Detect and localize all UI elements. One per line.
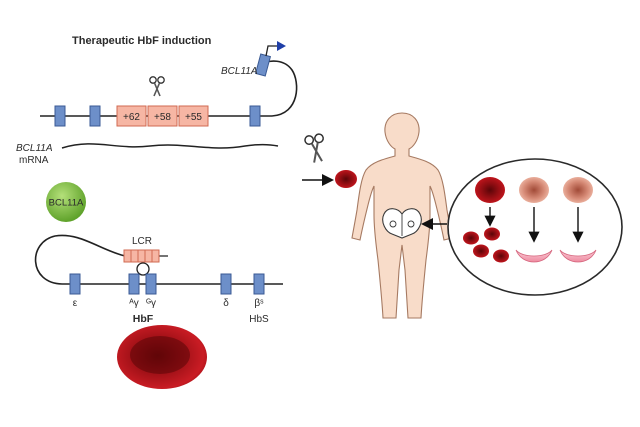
gamma-g-label: ᴳγ (146, 298, 156, 309)
scissors-icon (304, 133, 324, 163)
hbs-cell-icon (563, 177, 593, 203)
hbs-cell-icon (519, 177, 549, 203)
lcr-label: LCR (132, 236, 152, 247)
epsilon-label: ε (73, 298, 78, 309)
lcr-site (130, 249, 139, 263)
enhancer-segment (147, 105, 178, 127)
enhancer-label-62: +62 (123, 112, 140, 123)
epsilon-gene (69, 273, 81, 295)
lcr-site (123, 249, 132, 263)
bcl11a-gene: +62 +58 +55 BCL11A (40, 41, 298, 127)
delta-gene (220, 273, 232, 295)
ex-vivo-editing (302, 133, 357, 188)
globin-locus: LCR ε ᴬγ ᴳγ δ βˢ HbF HbS (34, 234, 283, 325)
bcl11a-exon (89, 105, 101, 127)
bcl11a-mrna: BCL11A mRNA (16, 143, 279, 166)
enhancer-label-58: +58 (154, 112, 171, 123)
enhancer-label-55: +55 (185, 112, 202, 123)
globin-dna-loop (34, 234, 126, 285)
bcl11a-exon (249, 105, 261, 127)
bcl11a-protein-circle (46, 182, 86, 222)
human-body-icon (351, 112, 453, 319)
gamma-a-label: ᴬγ (128, 298, 139, 309)
diagram-title: Therapeutic HbF induction (72, 35, 212, 47)
hbs-label: HbS (249, 314, 269, 325)
mrna-strand (61, 143, 279, 149)
bcl11a-exon (54, 105, 66, 127)
bcl11a-first-exon (254, 53, 272, 77)
bone-marrow-zoom (421, 158, 623, 296)
gamma-a-gene (128, 273, 140, 295)
hbf-red-blood-cell-icon (117, 325, 207, 389)
mrna-gene-label: BCL11A (16, 143, 53, 154)
pelvis-bone-marrow-icon (382, 208, 422, 239)
red-blood-cell-icon (463, 227, 509, 263)
red-blood-cell-icon (475, 177, 505, 203)
bcl11a-dna-loop (257, 60, 298, 117)
lcr-site (137, 249, 146, 263)
bcl11a-gene-label: BCL11A (221, 66, 258, 77)
mrna-label: mRNA (19, 155, 49, 166)
promoter-arrow-icon (265, 41, 286, 57)
gamma-g-gene (145, 273, 157, 295)
bcl11a-protein-label: BCL11A (49, 198, 84, 209)
enhancer-segment (178, 105, 209, 127)
lcr-site (151, 249, 160, 263)
lcr-site (144, 249, 153, 263)
beta-label: βˢ (254, 298, 264, 309)
hbf-label: HbF (133, 313, 154, 325)
sickle-cell-icon (515, 249, 553, 263)
enhancer-segment (116, 105, 147, 127)
sickle-cell-icon (559, 249, 597, 263)
scissors-icon (149, 76, 165, 97)
delta-label: δ (223, 298, 229, 309)
edited-cell-icon (335, 170, 357, 188)
beta-gene (253, 273, 265, 295)
lcr-contact (136, 262, 150, 276)
bcl11a-protein: BCL11A (46, 182, 86, 222)
